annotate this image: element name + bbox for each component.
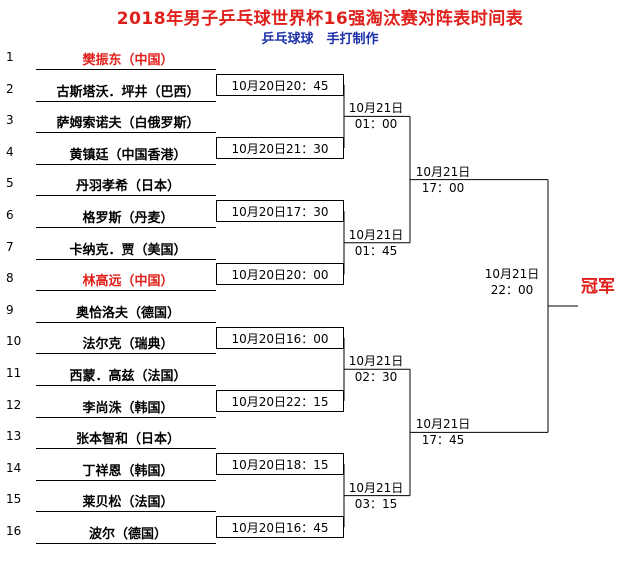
seed-number: 15 — [6, 492, 22, 507]
player-name: 法尔克（瑞典） — [82, 337, 174, 353]
player-slot-line — [36, 416, 216, 418]
round-of-16-time: 10月20日21：30 — [216, 137, 344, 159]
round-of-16-time: 10月20日16：45 — [216, 516, 344, 539]
quarterfinal-date: 10月21日 — [348, 480, 404, 495]
semifinal-time: 17：00 — [421, 180, 465, 195]
semifinal-date: 10月21日 — [415, 417, 471, 432]
seed-number: 7 — [6, 239, 14, 254]
final-time: 22：00 — [490, 283, 534, 297]
page-title: 2018年男子乒乓球世界杯16强淘汰赛对阵表时间表 — [116, 9, 524, 29]
player-name: 奥恰洛夫（德国） — [75, 305, 180, 321]
round-of-16-time: 10月20日16：00 — [216, 326, 344, 349]
player-slot-line — [36, 448, 216, 450]
player-slot-line — [36, 321, 216, 323]
player-slot-line — [36, 385, 216, 386]
quarterfinal-time: 01：45 — [354, 243, 398, 258]
player-slot-line — [36, 195, 216, 197]
final-date: 10月21日 — [484, 267, 540, 281]
player-name: 格罗斯（丹麦） — [82, 211, 174, 226]
player-slot-line — [36, 258, 216, 260]
seed-number: 11 — [6, 366, 22, 380]
champion-label: 冠军 — [581, 277, 615, 297]
round-of-16-time: 10月20日20：45 — [216, 73, 344, 96]
player-slot-line — [36, 163, 216, 165]
quarterfinal-date: 10月21日 — [348, 101, 404, 116]
round-of-16-time: 10月20日22：15 — [216, 389, 344, 412]
seed-number: 10 — [6, 334, 22, 349]
seed-number: 12 — [6, 397, 22, 412]
player-slot-line — [36, 69, 216, 70]
player-name: 卡纳克．贾（美国） — [69, 242, 187, 258]
player-name: 黄镇廷（中国香港） — [69, 147, 187, 163]
round-of-16-time: 10月20日17：30 — [216, 200, 344, 223]
seed-number: 13 — [6, 429, 22, 444]
seed-number: 6 — [6, 208, 14, 222]
player-name: 莱贝松（法国） — [82, 495, 174, 511]
quarterfinal-date: 10月21日 — [348, 354, 404, 369]
player-name: 波尔（德国） — [88, 527, 167, 542]
seed-number: 1 — [6, 50, 14, 64]
player-name: 丹羽孝希（日本） — [75, 179, 180, 195]
seed-number: 2 — [6, 81, 14, 96]
quarterfinal-time: 03：15 — [354, 496, 398, 511]
player-slot-line — [36, 290, 216, 292]
player-slot-line — [36, 511, 216, 513]
player-name: 张本智和（日本） — [75, 432, 180, 448]
player-slot-line — [36, 479, 216, 481]
quarterfinal-date: 10月21日 — [348, 227, 404, 242]
player-name: 古斯塔沃．坪井（巴西） — [56, 84, 200, 100]
player-name: 樊振东（中国） — [82, 53, 174, 68]
page-subtitle: 乒乓球球 手打制作 — [261, 32, 379, 47]
player-slot-line — [36, 543, 216, 544]
player-slot-line — [36, 227, 216, 228]
semifinal-date: 10月21日 — [415, 164, 471, 179]
player-name: 丁祥恩（韩国） — [82, 463, 174, 479]
quarterfinal-time: 01：00 — [354, 117, 398, 132]
seed-number: 16 — [6, 524, 22, 538]
final-match: 10月21日 22：00 — [476, 266, 548, 298]
player-name: 西蒙．高兹（法国） — [69, 369, 187, 384]
seed-number: 5 — [6, 176, 14, 191]
player-slot-line — [36, 100, 216, 102]
seed-number: 3 — [6, 113, 14, 128]
round-of-16-time: 10月20日18：15 — [216, 453, 344, 475]
player-name: 林高远（中国） — [82, 274, 174, 290]
quarterfinal-time: 02：30 — [354, 370, 398, 385]
player-name: 李尚洙（韩国） — [82, 400, 174, 416]
seed-number: 14 — [6, 460, 22, 475]
player-name: 萨姆索诺夫（白俄罗斯） — [56, 116, 200, 132]
seed-number: 4 — [6, 144, 14, 159]
semifinal-time: 17：45 — [421, 433, 465, 448]
seed-number: 8 — [6, 271, 14, 286]
player-slot-line — [36, 353, 216, 355]
player-slot-line — [36, 132, 216, 134]
seed-number: 9 — [6, 302, 14, 317]
round-of-16-time: 10月20日20：00 — [216, 263, 344, 286]
